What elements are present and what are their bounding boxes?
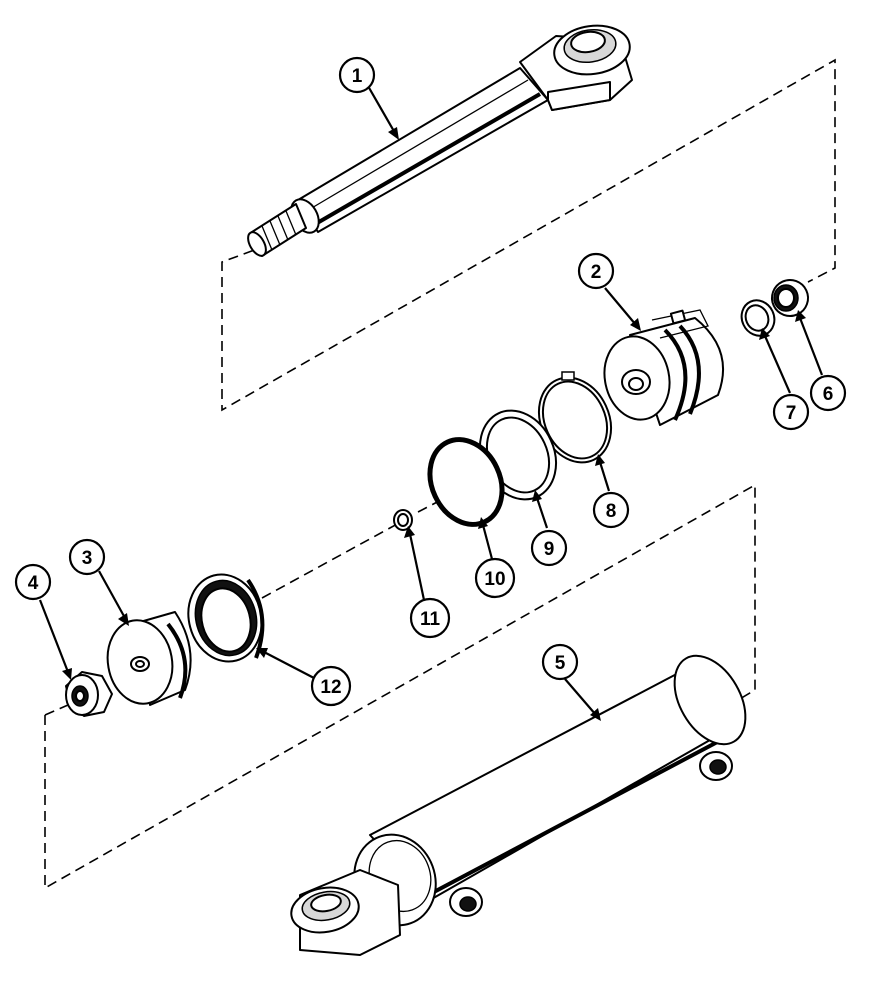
callout-1-text: 1 — [352, 66, 363, 87]
callout-2: 2 — [577, 252, 615, 290]
small-o-ring-part — [393, 509, 413, 531]
callout-12: 12 — [310, 665, 352, 707]
gland-part — [603, 309, 725, 426]
leader-arrowheads — [62, 127, 806, 721]
cylinder-barrel-part — [290, 654, 747, 956]
callout-7-text: 7 — [786, 403, 797, 424]
callout-5-text: 5 — [555, 653, 566, 674]
callout-9: 9 — [530, 529, 568, 567]
callout-12-text: 12 — [320, 677, 341, 698]
callout-6: 6 — [809, 374, 847, 412]
callout-3-text: 3 — [82, 548, 93, 569]
callout-8-text: 8 — [606, 501, 617, 522]
piston-part — [106, 611, 192, 706]
retaining-ring-part — [538, 371, 612, 464]
callout-6-text: 6 — [823, 384, 834, 405]
callout-4-text: 4 — [28, 573, 39, 594]
callout-1: 1 — [338, 56, 376, 94]
callout-2-text: 2 — [591, 262, 602, 283]
leader-lines — [38, 85, 824, 716]
nut-part — [65, 671, 113, 717]
callout-10: 10 — [474, 557, 516, 599]
piston-seal-part — [187, 573, 265, 663]
callout-11-text: 11 — [420, 609, 441, 630]
callout-5: 5 — [541, 643, 579, 681]
callout-11: 11 — [409, 597, 451, 639]
o-ring-part-7 — [740, 299, 776, 337]
callout-10-text: 10 — [484, 569, 505, 590]
callout-4: 4 — [14, 563, 52, 601]
callout-8: 8 — [592, 491, 630, 529]
callout-3: 3 — [68, 538, 106, 576]
callout-7: 7 — [772, 393, 810, 431]
callout-9-text: 9 — [544, 539, 555, 560]
piston-rod-part — [247, 24, 633, 257]
wiper-seal-part — [771, 279, 809, 317]
